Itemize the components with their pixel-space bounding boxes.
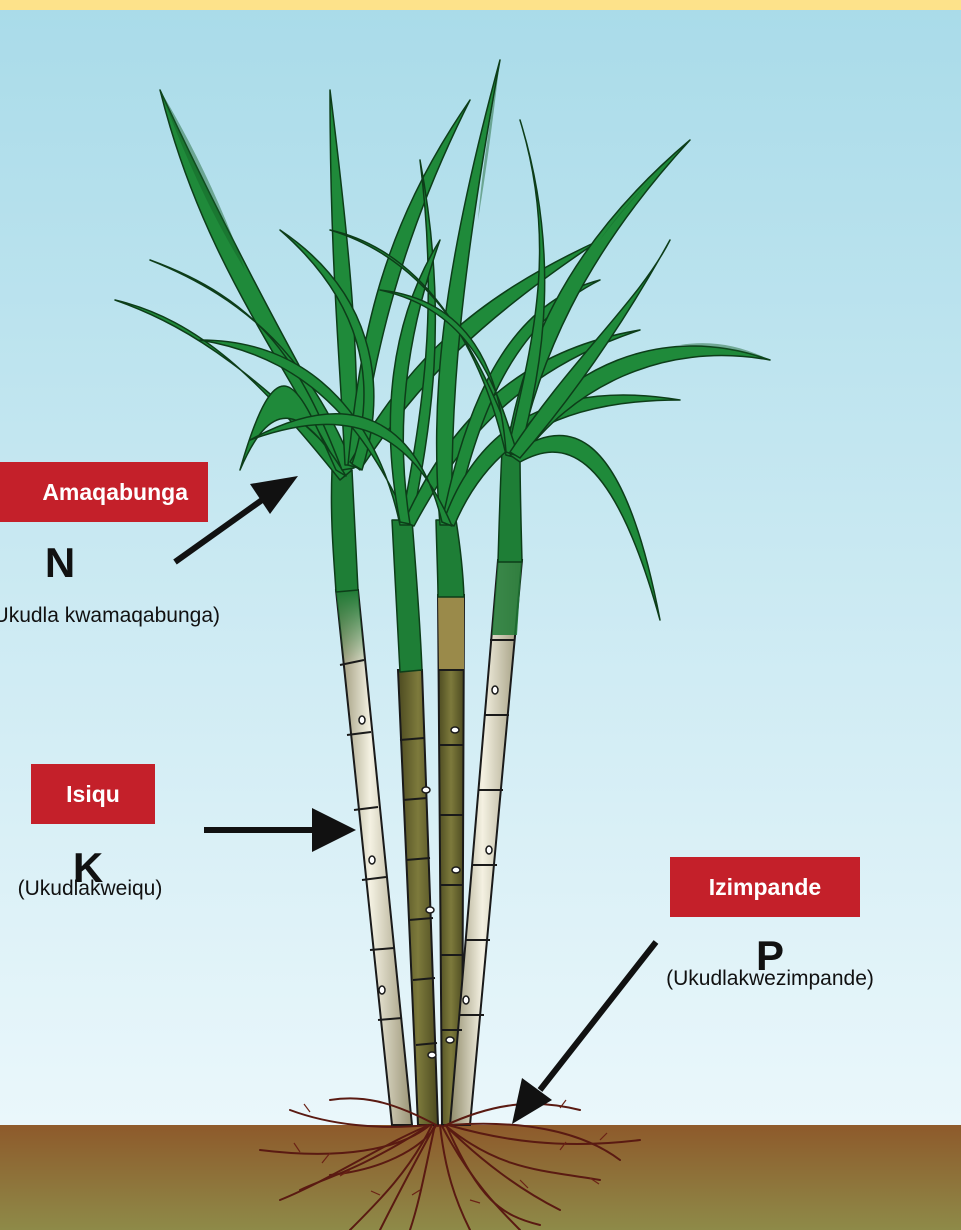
label-stalk-tag: Isiqu [31, 764, 155, 824]
label-stalk-note: (Ukudlakweiqu) [0, 877, 180, 901]
label-roots-note: (Ukudlakwezimpande) [630, 967, 910, 991]
label-roots-tag: Izimpande [670, 857, 860, 917]
label-leaves-tag: Amaqabunga [0, 462, 208, 522]
top-band [0, 0, 961, 10]
soil [0, 1125, 961, 1230]
label-leaves-letter: N [30, 542, 90, 584]
label-leaves-note: (Ukudla kwamaqabunga) [0, 604, 220, 628]
